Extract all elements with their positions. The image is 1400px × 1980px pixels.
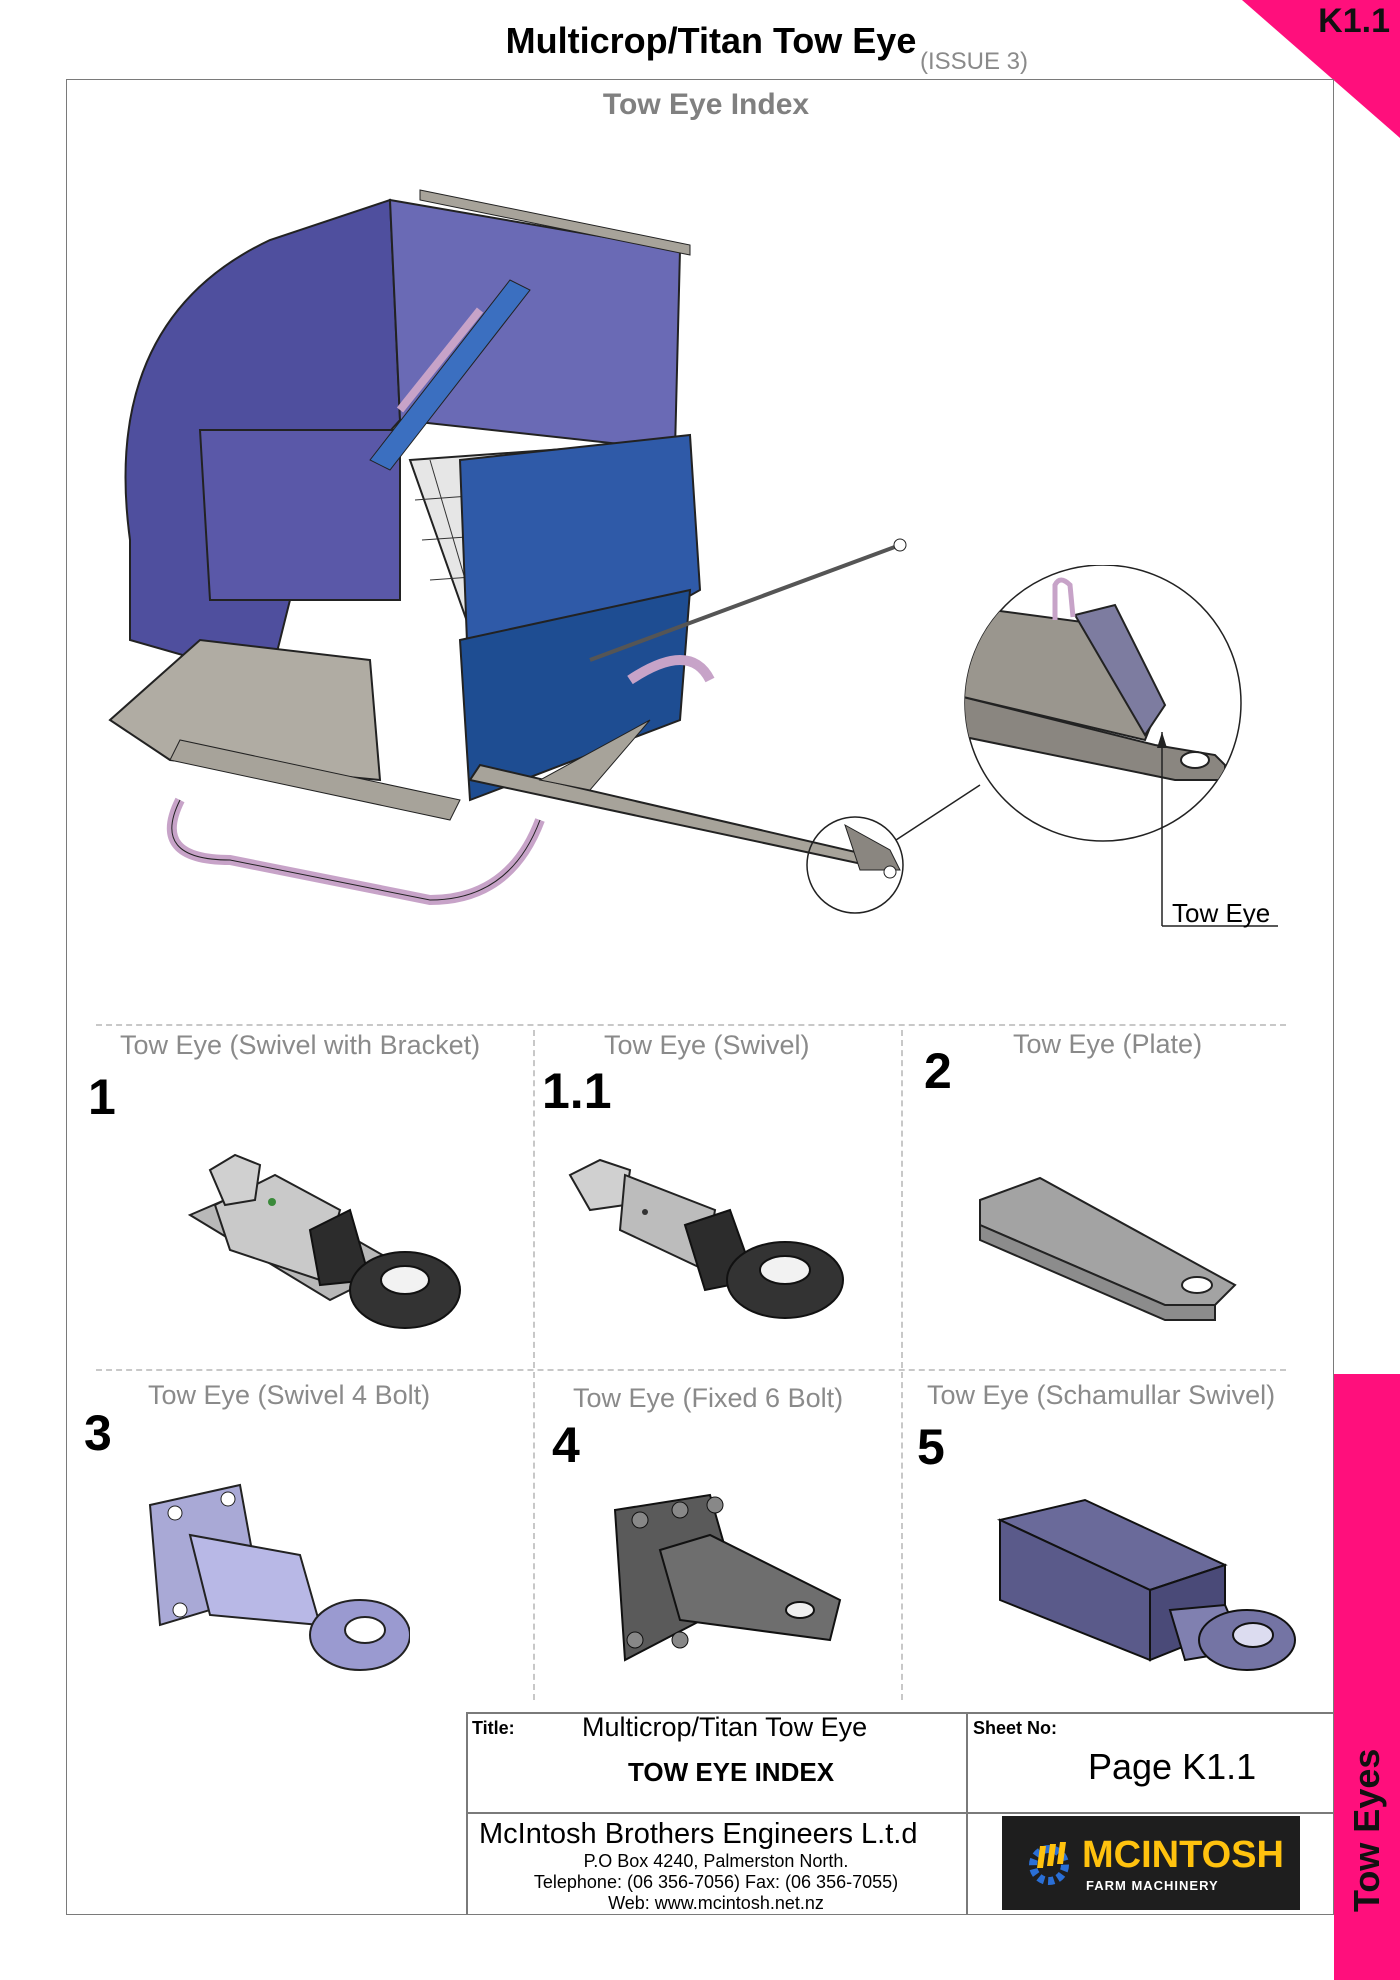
tow-eye-callout-label: Tow Eye (1172, 898, 1271, 928)
cell-1-1-label: Tow Eye (Swivel) (604, 1030, 810, 1060)
tow-eye-detail-view (964, 565, 1242, 842)
company-name: McIntosh Brothers Engineers L.t.d (479, 1818, 918, 1850)
drawing-name: TOW EYE INDEX (627, 1757, 835, 1787)
section-title: Tow Eye Index (602, 88, 810, 121)
logo-wordmark: MCINTOSH (1082, 1834, 1284, 1876)
swivel-tow-eye-image (568, 1158, 844, 1319)
cell-1-number: 1 (88, 1069, 116, 1125)
drawing-frame (66, 79, 1334, 1915)
title-value: Multicrop/Titan Tow Eye (582, 1712, 868, 1742)
cell-5-label: Tow Eye (Schamullar Swivel) (927, 1380, 1276, 1410)
page-title: Multicrop/Titan Tow Eye (505, 20, 917, 61)
title-block-row-divider (466, 1812, 1334, 1814)
cell-3-number: 3 (84, 1405, 112, 1461)
grid-divider-top (96, 1024, 1286, 1026)
grid-divider-col2 (901, 1030, 903, 1700)
cell-4-label: Tow Eye (Fixed 6 Bolt) (573, 1383, 844, 1413)
grid-divider-col1 (533, 1030, 535, 1700)
company-logo: MCINTOSH FARM MACHINERY (1002, 1816, 1300, 1910)
sheet-number: Page K1.1 (1088, 1746, 1257, 1787)
issue-label: (ISSUE 3) (919, 48, 1028, 75)
cell-3-label: Tow Eye (Swivel 4 Bolt) (148, 1380, 431, 1410)
logo-subtitle: FARM MACHINERY (1086, 1878, 1219, 1893)
address-line: Telephone: (06 356-7056) Fax: (06 356-70… (533, 1872, 899, 1892)
cell-5-number: 5 (917, 1419, 945, 1475)
corner-code: K1.1 (1318, 2, 1390, 40)
side-tab-label: Tow Eyes (1346, 1748, 1387, 1912)
cell-2-label: Tow Eye (Plate) (1013, 1029, 1203, 1059)
swivel-4-bolt-tow-eye-image (148, 1483, 410, 1671)
schamullar-swivel-tow-eye-image (996, 1498, 1296, 1671)
section-side-tab (1334, 1374, 1400, 1980)
sheet-caption: Sheet No: (973, 1718, 1058, 1738)
cell-1-label: Tow Eye (Swivel with Bracket) (120, 1030, 481, 1060)
grid-divider-middle (96, 1369, 1286, 1371)
title-block-top-border (466, 1712, 1334, 1714)
title-caption: Title: (472, 1718, 515, 1738)
address-line: P.O Box 4240, Palmerston North. (583, 1851, 849, 1871)
fixed-6-bolt-tow-eye-image (613, 1493, 842, 1662)
company-address: P.O Box 4240, Palmerston North. Telephon… (466, 1851, 966, 1914)
address-line: Web: www.mcintosh.net.nz (608, 1893, 824, 1913)
machine-illustration (108, 189, 981, 914)
swivel-bracket-tow-eye-image (187, 1153, 461, 1329)
gear-icon (1029, 1842, 1069, 1885)
tow-eye-leader-line (1157, 732, 1278, 927)
corner-tab (1242, 0, 1400, 138)
plate-tow-eye-image (979, 1176, 1237, 1321)
cell-1-1-number: 1.1 (542, 1063, 612, 1119)
cell-2-number: 2 (924, 1043, 952, 1099)
cell-4-number: 4 (552, 1417, 580, 1473)
